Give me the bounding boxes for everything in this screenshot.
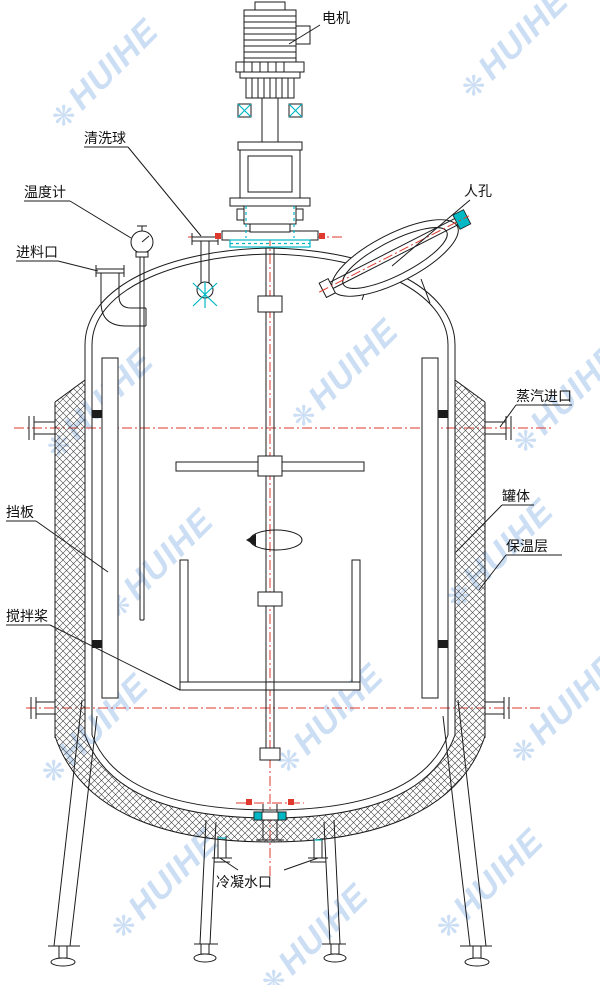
- frame-paddle: [179, 559, 361, 691]
- foot-pad: [464, 957, 490, 967]
- label-thermometer: 温度计: [24, 184, 66, 200]
- label-tank-body: 罐体: [502, 488, 530, 504]
- label-feed-inlet: 进料口: [16, 244, 58, 260]
- label-insulation: 保温层: [506, 538, 548, 554]
- rotation-direction-symbol: [246, 529, 303, 551]
- foot-pad: [193, 953, 217, 963]
- drive-stand: [229, 97, 311, 207]
- steam-inlet-nozzle-right: [485, 416, 512, 440]
- condensate-nozzle-left: [212, 836, 232, 863]
- agitator-shaft: [257, 248, 283, 761]
- label-baffle: 挡板: [6, 504, 34, 520]
- jacket-drain-nozzle-left: [30, 697, 55, 719]
- feed-inlet-pipe: [95, 265, 147, 327]
- label-agitator: 搅拌桨: [6, 608, 48, 624]
- manhole-assembly: [318, 209, 472, 304]
- mechanical-seal: [236, 205, 304, 238]
- insulation-jacket: [54, 379, 486, 843]
- label-steam-inlet: 蒸汽进口: [516, 388, 572, 404]
- condensate-nozzle-right: [308, 838, 328, 863]
- foot-pad: [50, 957, 76, 967]
- baffle-right: [421, 357, 448, 699]
- cleaning-ball: [191, 233, 219, 308]
- steam-inlet-nozzle-left: [28, 416, 55, 440]
- foot-pad: [323, 953, 347, 963]
- bottom-outlet-valve: [246, 799, 294, 841]
- leader-lines: [6, 24, 572, 871]
- label-cleaning-ball: 清洗球: [84, 130, 126, 146]
- label-motor: 电机: [322, 10, 350, 26]
- baffle-left: [92, 357, 119, 699]
- motor-assembly: [235, 1, 311, 99]
- support-legs: [48, 699, 492, 967]
- label-manhole: 人孔: [464, 183, 492, 199]
- label-condensate-outlet: 冷凝水口: [216, 874, 272, 890]
- jacket-drain-nozzle-right: [485, 697, 510, 719]
- thermometer-assembly: [130, 225, 154, 621]
